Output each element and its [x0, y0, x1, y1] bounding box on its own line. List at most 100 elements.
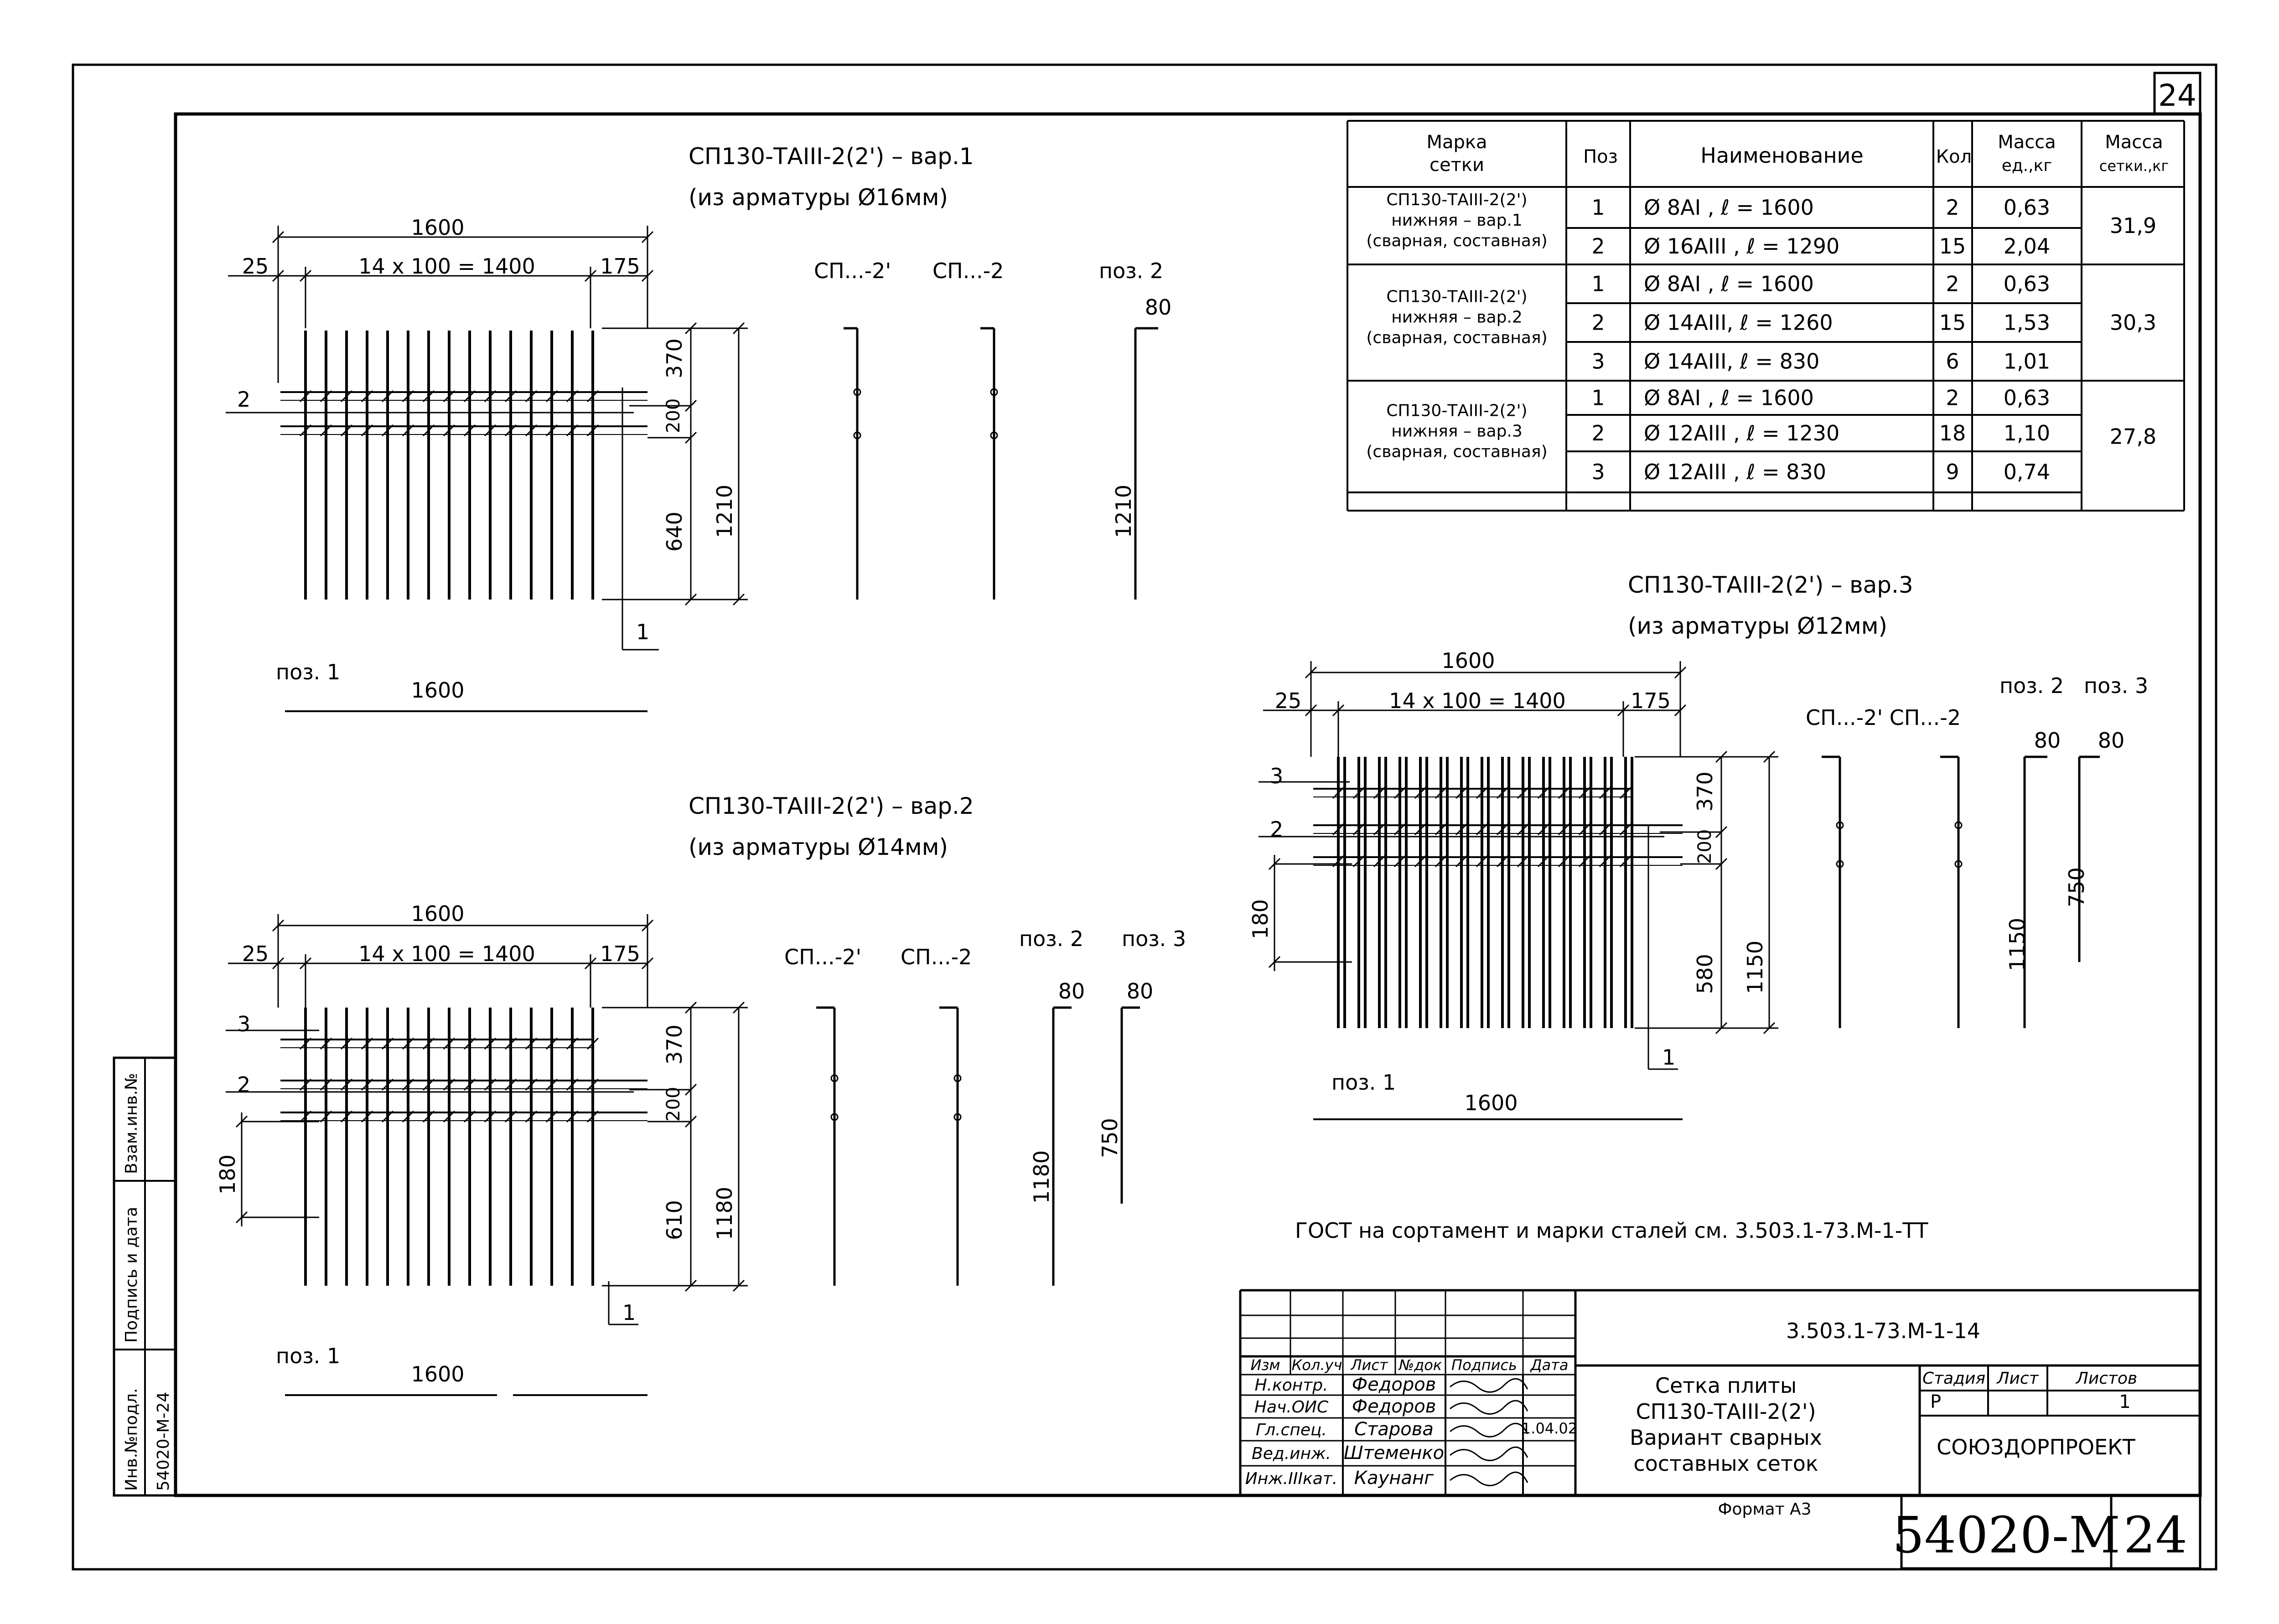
v2-dim-1180: 1180	[712, 1187, 737, 1240]
v2-poz3-len: 750	[1098, 1118, 1122, 1158]
v2-label-poz3: поз. 3	[1122, 926, 1186, 951]
tb-desc-4: составных сеток	[1633, 1451, 1818, 1476]
v3-poz3-len: 750	[2064, 867, 2089, 907]
tb-sheet-label: Лист	[1996, 1369, 2039, 1388]
tb-person: Каунанг	[1354, 1468, 1434, 1489]
mark-line: СП130-ТАIII-2(2')	[1386, 288, 1527, 306]
var1-subtitle: (из арматуры Ø16мм)	[689, 184, 948, 211]
side-stamp: Взам.инв.№ Подпись и дата Инв.№подл. 540…	[113, 1056, 177, 1497]
row-pos: 2	[1591, 310, 1605, 335]
inv-value: 54020-М-24	[154, 1392, 173, 1491]
gost-note: ГОСТ на сортамент и марки сталей см. 3.5…	[1295, 1218, 1928, 1243]
mesh-total-mass: 27,8	[2110, 424, 2156, 449]
row-pos: 1	[1591, 195, 1605, 220]
v1-label-poz1: поз. 1	[276, 660, 340, 684]
tb-sheets: 1	[2119, 1391, 2130, 1412]
row-qty: 2	[1946, 386, 1959, 410]
tb-desc-1: Сетка плиты	[1655, 1373, 1797, 1398]
var2-title: СП130-ТАIII-2(2') – вар.2	[689, 793, 974, 819]
tb-desc-3: Вариант сварных	[1630, 1425, 1822, 1450]
v1-dim-spacing: 14 x 100 = 1400	[358, 254, 535, 279]
mark-line: (сварная, составная)	[1366, 443, 1547, 461]
v3-dim-80b: 80	[2098, 728, 2125, 753]
th-name: Наименование	[1700, 143, 1863, 168]
row-name: Ø 8AI , ℓ = 1600	[1644, 386, 1814, 410]
tb-role: Вед.инж.	[1252, 1444, 1331, 1463]
v3-mark-1: 1	[1662, 1045, 1675, 1070]
th-mass-total-1: Масса	[2105, 132, 2163, 153]
v1-label-poz2: поз. 2	[1099, 259, 1163, 283]
row-name: Ø 14AIII, ℓ = 1260	[1644, 310, 1833, 335]
v2-dim-370: 370	[662, 1024, 687, 1065]
v3-dim-spacing: 14 x 100 = 1400	[1389, 688, 1566, 713]
v3-mark-3: 3	[1270, 764, 1283, 788]
outer-frame	[72, 63, 2217, 1571]
v1-dim-25: 25	[242, 254, 269, 279]
v2-label-sp2: СП...-2	[901, 945, 972, 969]
v3-dim-1150: 1150	[1743, 941, 1767, 994]
row-pos: 1	[1591, 386, 1605, 410]
v3-dim-180: 180	[1248, 899, 1273, 939]
v3-mark-2: 2	[1270, 817, 1283, 842]
row-mass: 0,74	[2004, 460, 2050, 484]
v1-dim-640: 640	[662, 512, 687, 552]
row-name: Ø 8AI , ℓ = 1600	[1644, 195, 1814, 220]
th-pos: Поз	[1583, 146, 1618, 167]
v2-dim-25: 25	[242, 941, 269, 966]
v1-dim-80: 80	[1145, 295, 1172, 320]
row-qty: 18	[1939, 421, 1966, 445]
v1-dim-370: 370	[662, 338, 687, 378]
tb-col-header: Лист	[1350, 1356, 1388, 1374]
th-mark-2: сетки	[1430, 155, 1484, 176]
row-qty: 2	[1946, 272, 1959, 296]
v3-dim-370: 370	[1693, 771, 1717, 812]
row-qty: 2	[1946, 195, 1959, 220]
tb-col-header: №док	[1398, 1356, 1442, 1374]
tb-col-header: Подпись	[1451, 1356, 1517, 1374]
v2-dim-80b: 80	[1127, 979, 1154, 1003]
v1-label-sp2p: СП...-2'	[814, 259, 891, 283]
v2-mark-1: 1	[622, 1300, 636, 1325]
inv-label: Инв.№подл.	[122, 1388, 141, 1491]
row-name: Ø 12AIII , ℓ = 830	[1644, 460, 1826, 484]
mark-line: нижняя – вар.1	[1391, 211, 1523, 230]
mark-line: СП130-ТАIII-2(2')	[1386, 402, 1527, 420]
row-pos: 1	[1591, 272, 1605, 296]
mark-line: СП130-ТАIII-2(2')	[1386, 191, 1527, 209]
row-qty: 15	[1939, 234, 1966, 259]
row-mass: 0,63	[2004, 272, 2050, 296]
th-mark-1: Марка	[1426, 132, 1487, 153]
sheet-number: 24	[2158, 78, 2196, 113]
inner-frame	[174, 112, 2202, 1497]
tb-stage-label: Стадия	[1922, 1369, 1985, 1388]
v2-dim-80a: 80	[1058, 979, 1085, 1003]
tb-signature	[1450, 1446, 1528, 1461]
v1-label-sp2: СП...-2	[932, 259, 1004, 283]
v2-mark-2: 2	[237, 1072, 250, 1097]
tb-person: Федоров	[1352, 1396, 1436, 1417]
v2-dim-1600: 1600	[411, 901, 464, 926]
v3-dim-25: 25	[1275, 688, 1302, 713]
var2-subtitle: (из арматуры Ø14мм)	[689, 834, 948, 860]
row-pos: 2	[1591, 234, 1605, 259]
v3-dim-1600: 1600	[1441, 648, 1495, 673]
th-mass-unit-1: Масса	[1998, 132, 2056, 153]
row-mass: 2,04	[2004, 234, 2050, 259]
var3-title: СП130-ТАIII-2(2') – вар.3	[1628, 572, 1913, 598]
tb-role: Гл.спец.	[1256, 1421, 1327, 1439]
v2-dim-180: 180	[215, 1154, 240, 1195]
tb-sheets-label: Листов	[2075, 1369, 2137, 1388]
format-label: Формат А3	[1718, 1500, 1811, 1519]
v2-dim-200: 200	[663, 1087, 684, 1122]
row-name: Ø 12AIII , ℓ = 1230	[1644, 421, 1839, 445]
tb-signature	[1450, 1378, 1528, 1393]
v3-poz1-len: 1600	[1464, 1091, 1518, 1115]
sheet-number-box	[2153, 72, 2201, 115]
tb-stage: Р	[1930, 1391, 1941, 1412]
v1-dim-200: 200	[663, 398, 684, 433]
v1-dim-175: 175	[600, 254, 640, 279]
tb-person: Федоров	[1352, 1374, 1436, 1395]
v2-dim-610: 610	[662, 1200, 687, 1240]
row-mass: 0,63	[2004, 386, 2050, 410]
vzam-label: Взам.инв.№	[122, 1073, 141, 1174]
